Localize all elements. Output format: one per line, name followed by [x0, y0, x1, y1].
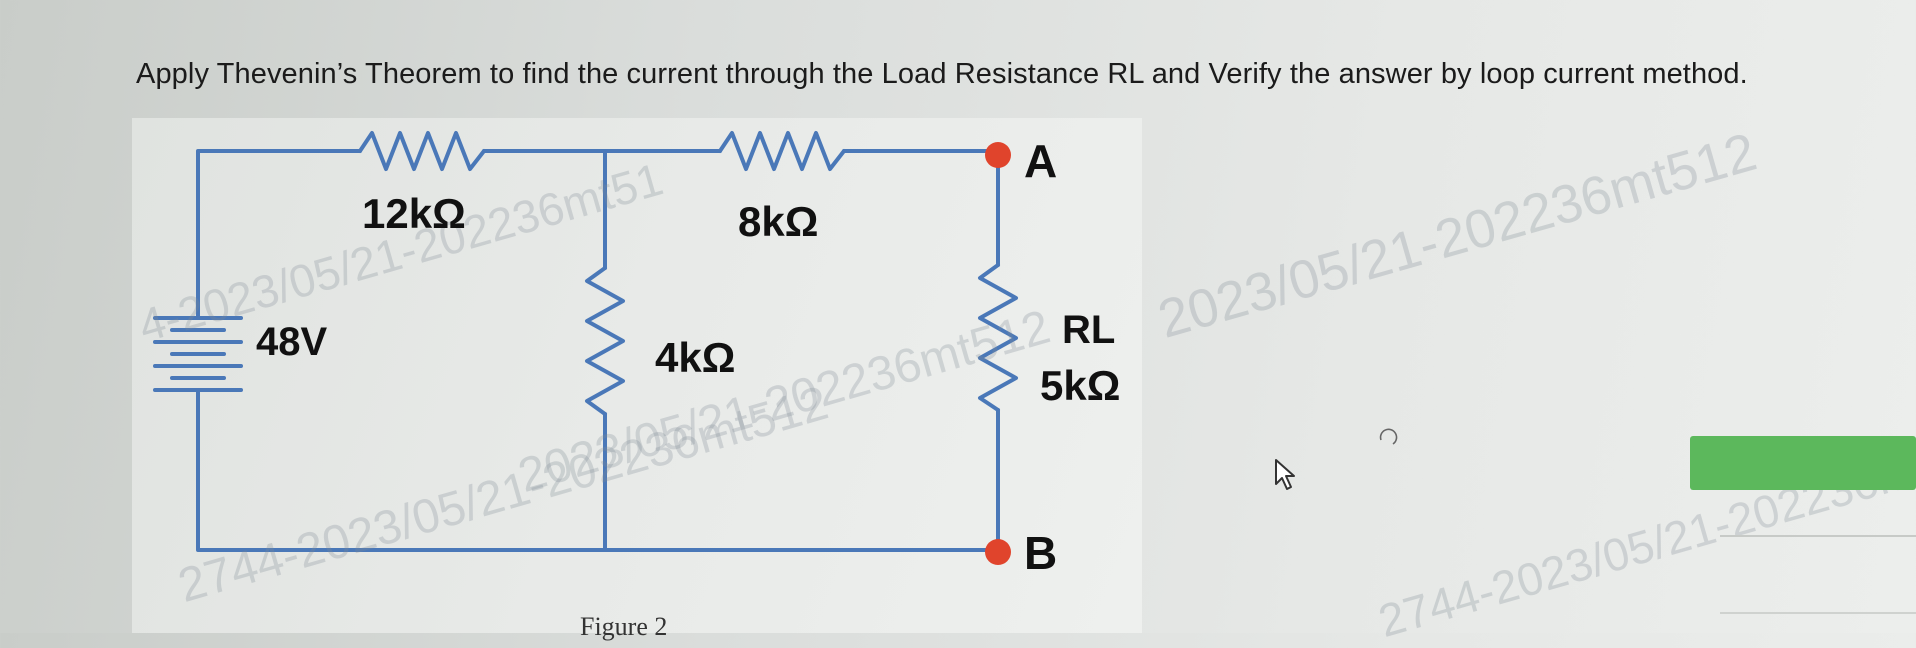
divider-line-2: [1720, 612, 1916, 614]
label-12k: 12kΩ: [362, 190, 466, 237]
wire-top-left: [196, 149, 362, 312]
loading-icon: [1379, 428, 1398, 445]
terminal-b-dot: [985, 539, 1011, 565]
cursor-icon: [1275, 459, 1295, 490]
label-48v: 48V: [256, 320, 328, 364]
wire-bottom: [196, 398, 1000, 552]
label-terminal-b: B: [1024, 527, 1058, 579]
green-button[interactable]: [1690, 436, 1916, 490]
label-4k: 4kΩ: [655, 334, 736, 381]
label-5k: 5kΩ: [1040, 362, 1121, 409]
resistor-8k: [718, 131, 846, 171]
figure-panel: [132, 118, 1142, 633]
question-text: Apply Thevenin’s Theorem to find the cur…: [136, 58, 1748, 90]
label-terminal-a: A: [1024, 135, 1058, 187]
terminal-a-dot: [985, 142, 1011, 168]
resistor-rl: [978, 263, 1018, 412]
circuit-diagram: [153, 131, 1018, 565]
label-8k: 8kΩ: [738, 198, 819, 245]
figure-caption: Figure 2: [580, 612, 668, 641]
label-rl: RL: [1062, 308, 1116, 352]
resistor-12k: [358, 131, 486, 171]
resistor-4k: [585, 266, 625, 416]
battery-48v: [153, 308, 243, 402]
divider-line: [1720, 535, 1916, 537]
